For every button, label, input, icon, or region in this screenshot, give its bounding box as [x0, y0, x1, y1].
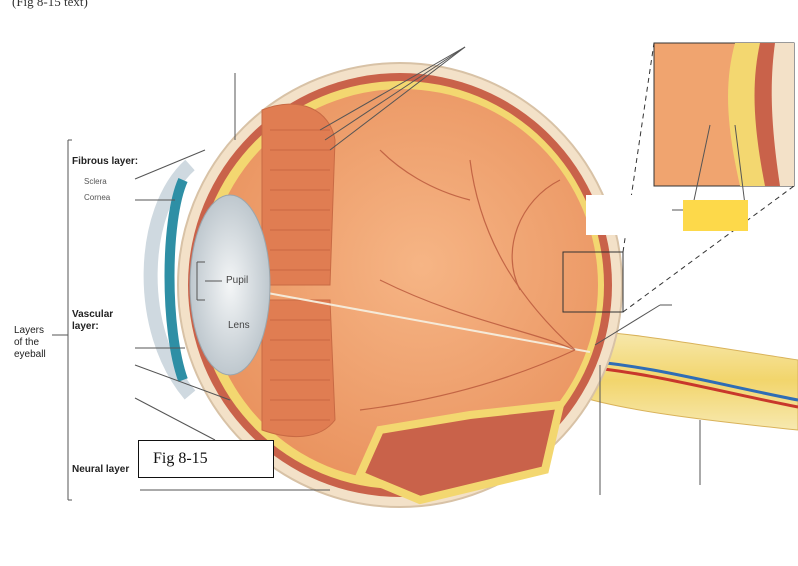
cornea [143, 159, 196, 400]
optical-axis [261, 291, 591, 353]
fovea-highlight-box [562, 251, 624, 313]
lens-label: Lens [228, 320, 250, 331]
cutaway-section [354, 400, 566, 505]
layers-label-3: eyeball [14, 349, 46, 360]
blank-label-area [586, 195, 656, 235]
lens [189, 194, 271, 376]
top-cut-text: (Fig 8-15 text) [12, 0, 88, 9]
retinal-vessels [359, 149, 576, 411]
inset-magnification [622, 42, 795, 313]
layers-label-2: of the [14, 337, 40, 348]
layers-bracket [52, 139, 72, 501]
ciliary-body-lower [261, 299, 336, 438]
neural-layer-label: Neural layer [72, 464, 130, 475]
iris [164, 177, 188, 382]
cornea-label: Cornea [84, 193, 111, 202]
vascular-layer-label-1: Vascular [72, 309, 114, 320]
pupil-label: Pupil [226, 275, 249, 286]
fibrous-layer-label: Fibrous layer: [72, 156, 139, 167]
blank-label-area [468, 44, 648, 70]
ciliary-body-upper [261, 103, 336, 286]
figure-caption-box: Fig 8-15 [138, 440, 274, 478]
sclera-label: Sclera [84, 177, 107, 186]
vascular-layer-label-2: layer: [72, 321, 99, 332]
layers-label-1: Layers [14, 325, 45, 336]
leader-lines [134, 46, 746, 495]
answer-box [683, 200, 748, 231]
